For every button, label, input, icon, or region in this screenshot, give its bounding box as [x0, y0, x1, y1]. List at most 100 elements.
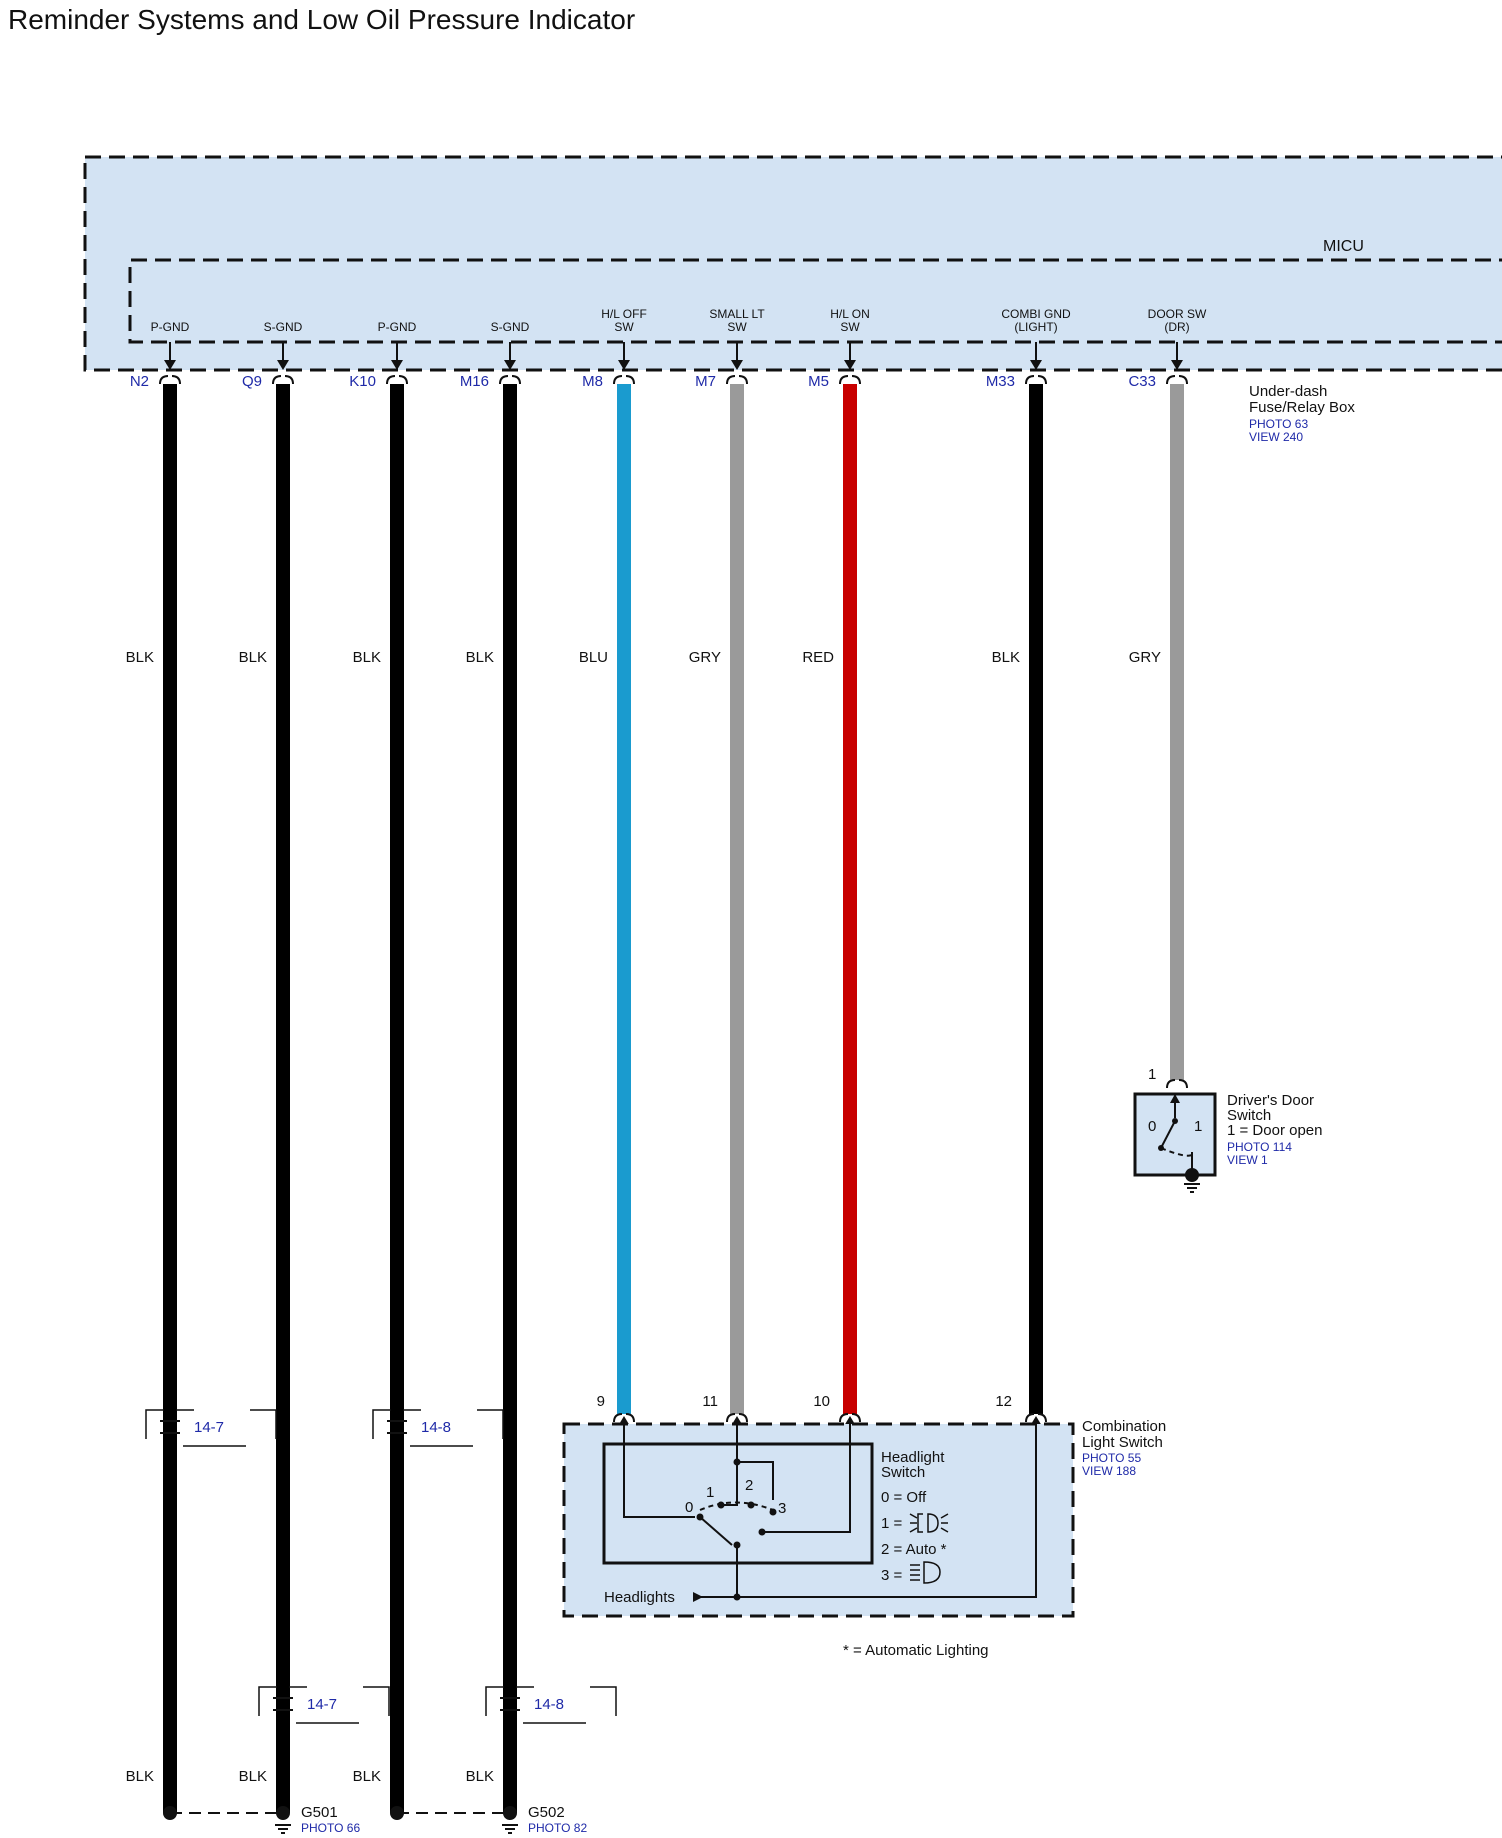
- terminal-arrow-m7: [731, 360, 743, 370]
- micu-label: MICU: [1323, 238, 1364, 255]
- switch-arc: [699, 1501, 774, 1511]
- switch-pos-3: 3: [778, 1500, 786, 1517]
- pin-label-q9: Q9: [242, 373, 262, 390]
- terminal-name-q9: S-GND: [264, 320, 303, 334]
- terminal-name-line: H/L ON: [830, 307, 870, 321]
- fuse-box-view: VIEW 240: [1249, 430, 1303, 444]
- terminal-arrow-n2: [164, 360, 176, 370]
- door-switch-pin: 1: [1148, 1066, 1156, 1083]
- pin-label-c33: C33: [1128, 373, 1156, 390]
- door-switch-view: VIEW 1: [1227, 1153, 1268, 1167]
- connector-bracket-top: [372, 1409, 421, 1439]
- connector-bracket-right: [477, 1409, 504, 1439]
- bottom-wire-label: BLK: [239, 1768, 267, 1785]
- connector-bracket-right: [590, 1686, 617, 1716]
- headlight-switch-label-line1: Headlight: [881, 1449, 945, 1466]
- connector-bracket-top: [145, 1409, 194, 1439]
- connector-label: 14-7: [194, 1419, 224, 1436]
- terminal-name-line: DOOR SW: [1148, 307, 1207, 321]
- terminal-name-c33: DOOR SW(DR): [1148, 307, 1207, 334]
- terminal-arrow-m16: [504, 360, 516, 370]
- pin-label-m33: M33: [986, 373, 1015, 390]
- switch-pin-9: 9: [597, 1393, 605, 1410]
- switch-junction: [733, 1541, 741, 1549]
- door-switch-arrow: [1170, 1094, 1180, 1103]
- connector-label: 14-8: [534, 1696, 564, 1713]
- wire-color-label-m16: BLK: [466, 649, 494, 666]
- legend-small: 1 =: [881, 1515, 903, 1532]
- terminal-name-line: S-GND: [264, 320, 303, 334]
- pin-label-m7: M7: [695, 373, 716, 390]
- footnote: * = Automatic Lighting: [843, 1642, 989, 1659]
- terminal-name-m33: COMBI GND(LIGHT): [1001, 307, 1071, 334]
- terminal-name-m16: S-GND: [491, 320, 530, 334]
- combination-switch-name: Combination Light Switch: [1082, 1418, 1170, 1451]
- door-switch-lever: [1161, 1120, 1176, 1147]
- terminal-name-line: COMBI GND: [1001, 307, 1071, 321]
- terminal-socket-m7: [726, 375, 748, 385]
- switch-wire-on: [762, 1424, 851, 1533]
- ground-g502: G502 PHOTO 82: [397, 1804, 587, 1835]
- ground-g502-name: G502: [528, 1804, 565, 1821]
- micu-outline: [128, 258, 1502, 344]
- wire-color-label-m7: GRY: [689, 649, 721, 666]
- headlight-icon: [910, 1561, 941, 1584]
- terminal-name-line: P-GND: [151, 320, 190, 334]
- switch-wire-bridge: [737, 1461, 774, 1500]
- ground-g502-photo: PHOTO 82: [528, 1821, 587, 1835]
- fuse-box-name-line1: Under-dash: [1249, 383, 1327, 400]
- terminal-name-line: H/L OFF: [601, 307, 647, 321]
- wire-color-label-m8: BLU: [579, 649, 608, 666]
- legend-on: 3 =: [881, 1567, 903, 1584]
- combination-switch-body: [562, 1422, 1075, 1618]
- switch-contact-2: [747, 1501, 755, 1509]
- pin-label-n2: N2: [130, 373, 149, 390]
- fuse-box-photo: PHOTO 63: [1249, 417, 1308, 431]
- connector-bracket-right: [250, 1409, 277, 1439]
- switch-pin-12: 12: [995, 1393, 1012, 1410]
- combination-switch-name-line1: Combination: [1082, 1418, 1166, 1435]
- terminal-name-line: S-GND: [491, 320, 530, 334]
- headlight-switch-label: Headlight Switch: [881, 1449, 949, 1481]
- connectors-group: 14-7 14-8 14-7 14-8: [145, 1409, 617, 1724]
- wire-end-socket-m8: [613, 1413, 635, 1423]
- terminal-socket-k10: [386, 375, 408, 385]
- terminal-name-n2: P-GND: [151, 320, 190, 334]
- combination-switch-name-line2: Light Switch: [1082, 1434, 1163, 1451]
- ground-g501: G501 PHOTO 66: [170, 1804, 360, 1835]
- switch-contact-on: [758, 1528, 766, 1536]
- wire-color-label-m5: RED: [802, 649, 834, 666]
- wire-end-socket-m7: [726, 1413, 748, 1423]
- terminal-name-line: (DR): [1164, 320, 1189, 334]
- fuse-relay-box-outline: [83, 155, 1502, 372]
- page-title: Reminder Systems and Low Oil Pressure In…: [8, 4, 635, 35]
- terminal-name-line: SMALL LT: [709, 307, 765, 321]
- door-switch-pos1: 1: [1194, 1118, 1202, 1135]
- wire-color-label-c33: GRY: [1129, 649, 1161, 666]
- pin-label-m8: M8: [582, 373, 603, 390]
- small-light-icon: [909, 1513, 949, 1533]
- pin-label-m16: M16: [460, 373, 489, 390]
- legend-off: 0 = Off: [881, 1489, 927, 1506]
- switch-wire-off: [623, 1424, 695, 1518]
- connector-label: 14-7: [307, 1696, 337, 1713]
- ground-junction-m16: [503, 1806, 517, 1820]
- switch-pos-1: 1: [706, 1484, 714, 1501]
- door-switch-ground-path: [1160, 1147, 1193, 1157]
- door-switch-photo: PHOTO 114: [1227, 1140, 1292, 1154]
- terminal-socket-m16: [499, 375, 521, 385]
- terminal-name-line: SW: [614, 320, 634, 334]
- wire-color-label-k10: BLK: [353, 649, 381, 666]
- terminal-name-k10: P-GND: [378, 320, 417, 334]
- ground-g501-photo: PHOTO 66: [301, 1821, 360, 1835]
- terminal-arrow-c33: [1171, 360, 1183, 370]
- headlights-label: Headlights: [604, 1589, 675, 1606]
- terminal-socket-n2: [159, 375, 181, 385]
- terminal-arrow-m33: [1030, 360, 1042, 370]
- door-switch-pos0: 0: [1148, 1118, 1156, 1135]
- connector-label: 14-8: [421, 1419, 451, 1436]
- connector-bracket-right: [363, 1686, 390, 1716]
